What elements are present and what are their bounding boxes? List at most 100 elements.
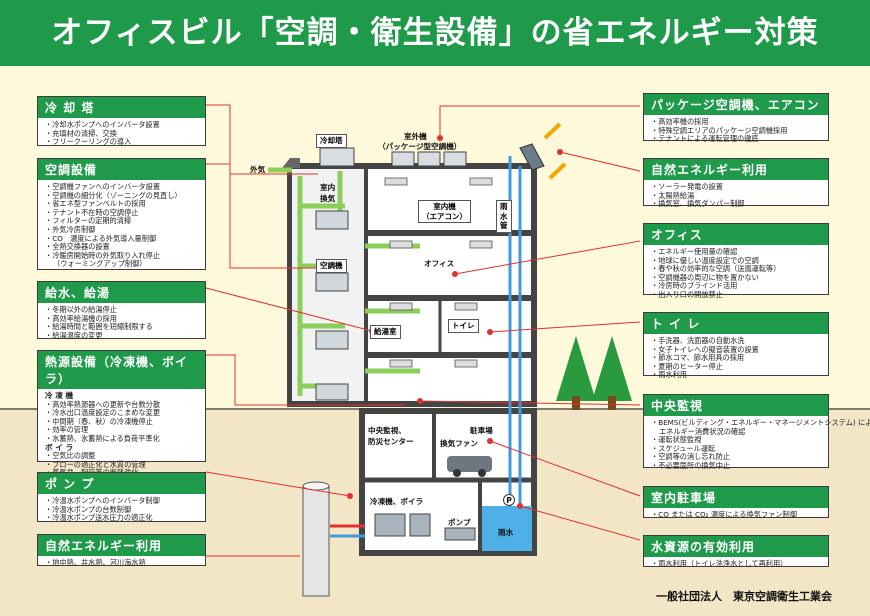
label-rainwater: 雨水 [498,528,514,537]
tree [592,336,632,401]
box-list-item: 空調等の消し忘れ防止 [651,453,822,462]
box-natural-right: 自然エネルギー利用 ソーラー発電の設置太陽熱給湯換気窓、換気ダンパー制御 [643,158,829,209]
box-list-item: 冷温水ポンプの台数制御 [45,505,199,515]
box-water-resource: 水資源の有効利用 雨水利用（トイレ洗浄水として再利用） [643,535,829,568]
leader-dot [487,438,493,444]
ceiling-units [384,177,493,368]
box-list-item: フリークーリングの導入 [45,138,199,147]
box-list-item: 充填材の清掃、交換 [45,129,199,139]
box-list-item: ブローの適正化と水質の管理 [45,460,199,470]
box-list-item: 冬期以外の給湯停止 [45,305,199,315]
box-list-item: 太陽熱給湯 [651,191,822,201]
box-list: 冷 凍 機高効率熱源器への更新や台数分散冷水出口温度設定のこまめな変更中間期（春… [38,389,205,480]
ceiling-unit [389,240,413,249]
box-list-item: 冷房時のブラインド活用 [651,282,822,291]
geothermal-well [302,485,330,597]
box-title: 室内駐車場 [644,487,828,508]
box-list-item: 地中熱、井水熱、河川海水熱 [45,558,199,568]
box-list-item: ボ イ ラ [45,442,74,452]
box-list-item: 給湯時間と範囲を短縮制限する [45,323,199,332]
box-list-item: 雨水利用（トイレ洗浄水として再利用） [651,559,822,569]
ray [548,162,567,180]
footer-org: 一般社団法人 東京空調衛生工業会 [656,590,832,603]
label-chiller-boiler: 冷凍機、ボイラ [370,497,424,506]
label-vent-fan: 換気ファン [440,439,478,448]
label-central-monitor: 中央監視、 防災センター [368,426,414,446]
box-list-item: 高効率給湯機の採用 [45,314,199,324]
box-list-item: 冷 凍 機 [45,391,74,400]
box-list-item: エネルギー使用量の確認 [651,247,822,257]
box-list: CO または CO₂ 濃度による換気ファン制御 [644,508,828,522]
cooling-tower-unit [319,147,355,167]
box-water-supply: 給水、給湯 冬期以外の給湯停止高効率給湯機の採用給湯時間と範囲を短縮制限する給湯… [37,281,206,339]
box-list-item: 空調機器の周辺に物を置かない [651,273,822,283]
box-list: BEMS(ビルディング・エネルギー・マネージメントシステム) によるエネルギー消… [644,416,870,473]
box-list-item: CO または CO₂ 濃度による換気ファン制御 [651,510,822,520]
label-pump: ポンプ [448,518,471,527]
leader-dot [517,503,523,509]
label-indoor-unit: 室内機 （エアコン） [418,200,471,223]
box-list: 空調機ファンへのインバータ設置空調機の細分化（ゾーニングの見直し）省エネ型ファン… [38,180,205,271]
label-cooling-tower: 冷却塔 [316,134,347,148]
box-cooling-tower: 冷 却 塔 冷却水ポンプへのインバータ設置充填材の清掃、交換フリークーリングの導… [37,96,206,146]
box-title: 中央監視 [644,395,828,416]
box-list-item: 出入り口の開放禁止 [651,290,822,300]
box-heat-source: 熱源設備（冷凍機、ボイラ） 冷 凍 機高効率熱源器への更新や台数分散冷水出口温度… [37,350,206,477]
box-list-item: 省エネ型ファンベルトの採用 [45,200,199,209]
label-indoor-ventilation: 室内 換気 [320,183,336,203]
box-list-item: CO 濃度による外気導入量制御 [45,234,199,244]
box-list-item: 空調機の細分化（ゾーニングの見直し） [45,191,199,201]
box-title: ト イ レ [644,313,828,334]
box-list: エネルギー使用量の確認地球に優しい温度設定での空調春や秋の効率的な空調（送風運転… [644,245,828,302]
box-list: 手洗器、洗面器の自動水洗女子トイレへの擬音装置の設置節水コマ、節水用具の採用夏期… [644,334,828,382]
box-title: 自然エネルギー利用 [38,535,205,556]
leader-lines [205,104,641,557]
solar-panel [519,143,545,171]
leader-line [439,105,640,136]
ceiling-unit [389,302,413,311]
box-list-item: 高効率機の採用 [651,117,822,127]
box-list-item: 夏期のヒーター停止 [651,362,822,372]
box-natural-left: 自然エネルギー利用 地中熱、井水熱、河川海水熱 [37,534,206,568]
box-list-item: 全熱交換器の設置 [45,243,199,252]
label-rain-pipe: 雨 水 管 [496,200,512,233]
box-list-item: 節水コマ、節水用具の採用 [651,354,822,363]
rainwater-tank [482,506,532,551]
box-list: 雨水利用（トイレ洗浄水として再利用） [644,557,828,571]
leader-line [419,400,641,406]
box-package-ac: パッケージ空調機、エアコン 高効率機の採用特殊空調エリアのパッケージ空調機採用テ… [643,93,829,143]
box-list-item: 冷却水ポンプへのインバータ設置 [45,120,199,130]
car [447,456,492,472]
leader-dot [437,135,443,141]
box-title: オフィス [644,224,828,245]
ahu-unit [315,210,349,230]
ahu-unit [315,330,349,350]
leader-line [205,287,373,332]
box-list-item: 女子トイレへの擬音装置の設置 [651,345,822,355]
ceiling-unit [384,177,408,186]
box-list-item: 雨水利用 [651,371,822,380]
box-list-item: 効率の管理 [45,426,199,435]
box-list-item: 運転状態監視 [651,436,822,445]
boiler-unit [409,513,431,537]
ceiling-unit [454,302,478,311]
box-list-item: 換気窓、換気ダンパー制御 [651,200,822,209]
label-toilet: トイレ [448,319,479,333]
box-list-item: フィルターの定期的清掃 [45,217,199,226]
box-central: 中央監視 BEMS(ビルディング・エネルギー・マネージメントシステム) によるエ… [643,394,870,470]
box-hvac: 空調設備 空調機ファンへのインバータ設置空調機の細分化（ゾーニングの見直し）省エ… [37,158,206,270]
pump-unit [444,527,476,541]
ceiling-unit [469,177,493,186]
ceiling-unit [389,359,413,368]
chiller-unit [374,513,406,537]
box-list-item: 中間期（春、秋）の冷凍機停止 [45,417,199,427]
box-office: オフィス エネルギー使用量の確認地球に優しい温度設定での空調春や秋の効率的な空調… [643,223,829,299]
box-list-item: 水蓄熱、氷蓄熱による負荷平準化 [45,434,199,444]
box-list-item: 空調機ファンへのインバータ設置 [45,182,199,192]
ahu-unit [315,383,349,401]
sun-rays [543,122,567,180]
box-title: 自然エネルギー利用 [644,159,828,180]
box-list-item: 冷温水ポンプ送水圧力の適正化 [45,514,199,523]
box-list-item: 冷温水ポンプへのインバータ制御 [45,496,199,506]
roof-parapet [282,158,300,168]
